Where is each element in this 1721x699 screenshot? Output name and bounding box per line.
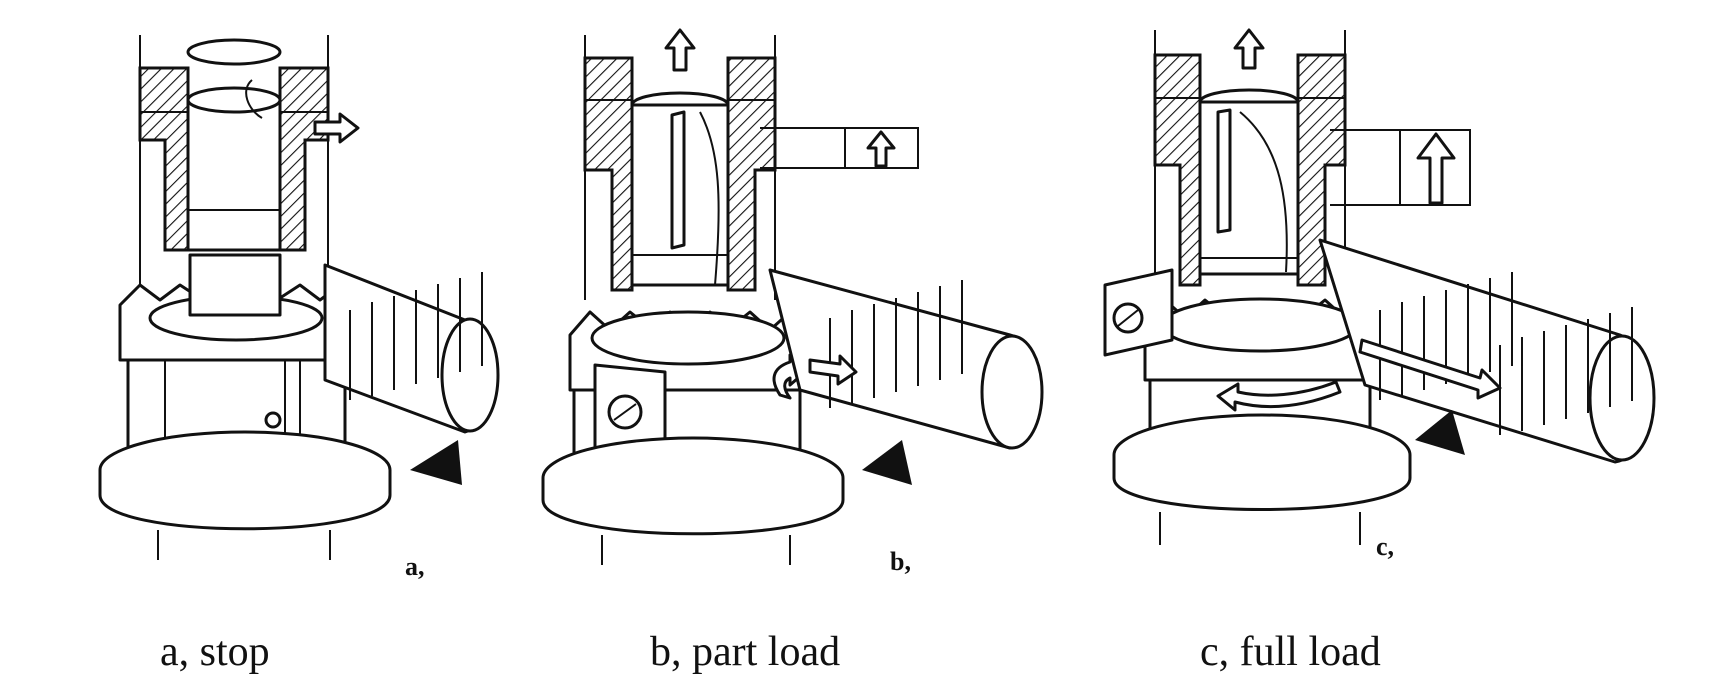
spring-seat-rim [1112,455,1412,511]
fuel-flow-curve [245,79,263,119]
sleeve-bore [1160,297,1360,353]
helix-slot [1216,108,1232,234]
clamp-screw-icon [264,411,282,429]
stroke-arrow-small-icon [866,130,896,168]
panel-a-tag: a, [405,552,425,581]
spill-arrow-icon [313,112,360,144]
panel-b-caption: b, part load [650,629,840,675]
stroke-arrow-large-icon [1416,132,1456,205]
barrel-section-left [1153,53,1202,287]
panel-b: b, b, part load [541,28,1044,675]
panel-c-tag: c, [1376,532,1394,561]
barrel-section-right [278,66,330,252]
panel-a: a, a, stop [98,35,500,675]
panel-a-caption: a, stop [160,629,270,675]
sleeve-bore [590,310,786,366]
delivery-arrow-icon [664,28,696,72]
rotation-arrow-icon [1216,380,1342,412]
spring-seat-rim [98,470,392,531]
direction-triangle-icon [1415,410,1465,455]
control-rack-end [1588,334,1656,462]
spring-seat-rim [541,478,845,536]
direction-triangle-icon [410,440,462,485]
panel-b-tag: b, [890,547,911,576]
plunger-crown [186,86,282,114]
helix-edge [1239,111,1288,273]
helix-slot [670,110,686,250]
plunger-body [186,98,282,252]
plunger-top [186,38,282,66]
barrel-section-left [138,66,190,252]
control-rack-end [980,334,1044,450]
control-rack-end [440,317,500,433]
rack-motion-arrow-icon [1358,338,1502,400]
barrel-section-right [1296,53,1347,287]
delivery-arrow-icon [1233,28,1265,70]
plunger-body [1198,100,1300,276]
stroke-indicator-box [760,127,919,169]
barrel-section-right [726,56,777,292]
barrel-section-left [583,56,634,292]
rack-motion-arrow-icon [808,354,858,386]
helix-edge [699,111,720,286]
panel-c: c, c, full load [1103,28,1656,675]
panel-c-caption: c, full load [1200,629,1381,675]
direction-triangle-icon [862,440,912,485]
plunger-lower [188,253,282,317]
